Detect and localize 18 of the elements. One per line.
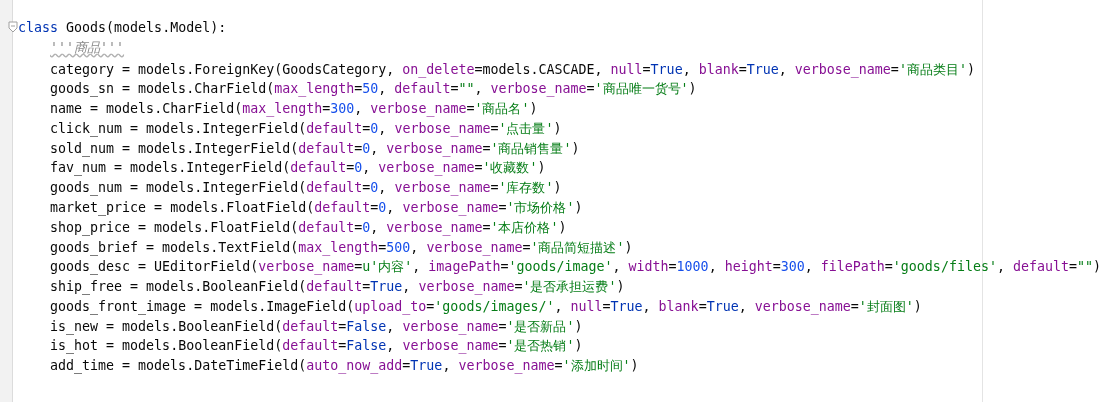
code-line: add_time = models.DateTimeField(auto_now_add=True, verbose_name='添加时间')	[50, 357, 639, 374]
docstring: '''商品'''	[50, 39, 125, 56]
code-line: ship_free = models.BooleanField(default=True, verbose_name='是否承担运费')	[50, 278, 625, 295]
code-line: category = models.ForeignKey(GoodsCategory, on_delete=models.CASCADE, null=True, blank=True, verbose_name='商品类目')	[50, 61, 975, 78]
code-line: is_hot = models.BooleanField(default=False, verbose_name='是否热销')	[50, 337, 583, 354]
code-line: sold_num = models.IntegerField(default=0, verbose_name='商品销售量')	[50, 140, 580, 157]
code-line: name = models.CharField(max_length=300, verbose_name='商品名')	[50, 100, 538, 117]
code-line: goods_num = models.IntegerField(default=0, verbose_name='库存数')	[50, 179, 562, 196]
code-line: click_num = models.IntegerField(default=0, verbose_name='点击量')	[50, 120, 562, 137]
code-line: is_new = models.BooleanField(default=False, verbose_name='是否新品')	[50, 318, 583, 335]
class-definition-line: class Goods(models.Model):	[18, 19, 227, 36]
code-line: market_price = models.FloatField(default=0, verbose_name='市场价格')	[50, 199, 583, 216]
code-line: goods_brief = models.TextField(max_length=500, verbose_name='商品简短描述')	[50, 239, 633, 256]
code-line: fav_num = models.IntegerField(default=0, verbose_name='收藏数')	[50, 159, 546, 176]
code-line: goods_front_image = models.ImageField(upload_to='goods/images/', null=True, blank=True, verbose_name='封面图')	[50, 298, 922, 315]
code-line: goods_desc = UEditorField(verbose_name=u'内容', imagePath='goods/image', width=1000, height=300, filePath='goods/files', default="")	[50, 258, 1102, 275]
code-line: shop_price = models.FloatField(default=0, verbose_name='本店价格')	[50, 219, 567, 236]
code-line: goods_sn = models.CharField(max_length=50, default="", verbose_name='商品唯一货号')	[50, 80, 697, 97]
